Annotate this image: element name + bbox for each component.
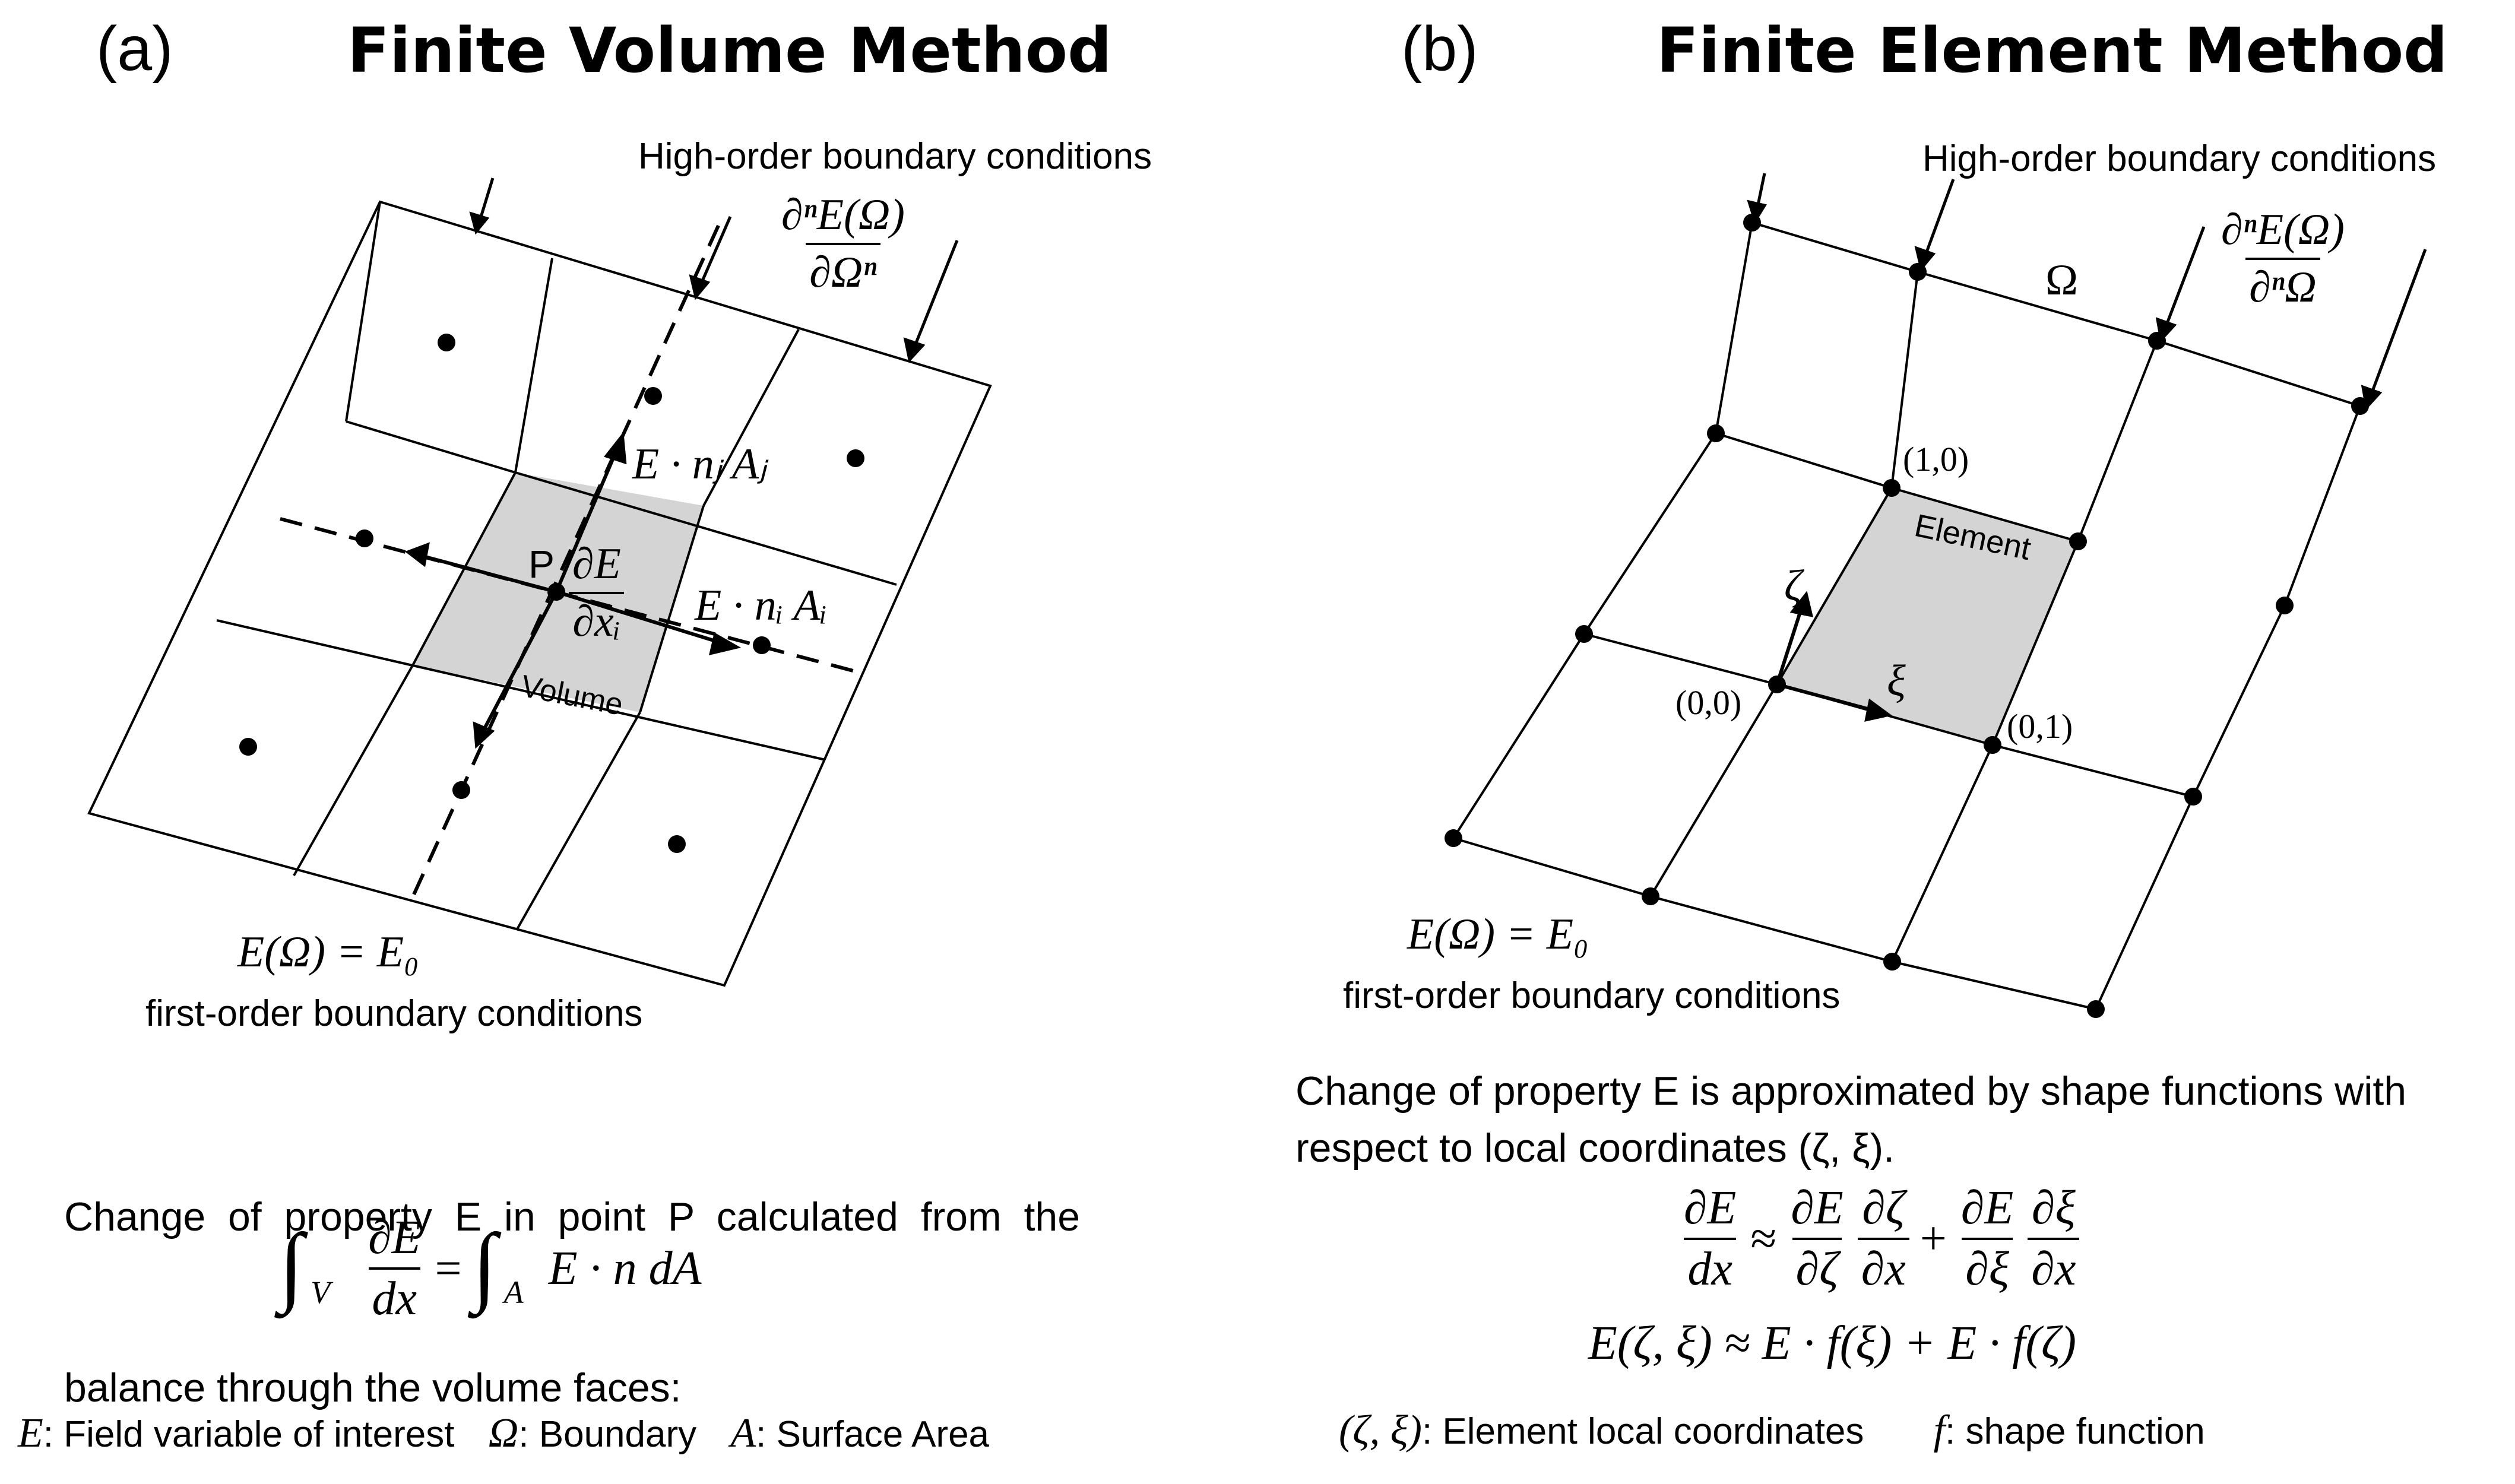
fvm-node xyxy=(668,835,686,853)
fem-node-0-1 xyxy=(1984,736,2001,754)
panel-a-title: Finite Volume Method xyxy=(347,14,1112,87)
zeta-axis-label: ζ xyxy=(1784,562,1802,610)
panel-b-label: (b) xyxy=(1401,14,1478,84)
fem-node xyxy=(2069,532,2087,550)
fvm-node xyxy=(753,636,771,654)
zeta-axis-arrow xyxy=(1789,591,1813,617)
fem-node-0-0 xyxy=(1768,676,1786,693)
coord-0-1-label: (0,1) xyxy=(2007,707,2073,746)
fvm-node xyxy=(847,449,864,467)
fem-node xyxy=(1909,263,1927,281)
panel-a-label: (a) xyxy=(96,14,173,84)
fvm-node xyxy=(239,738,257,756)
coord-1-0-label: (1,0) xyxy=(1903,440,1969,478)
fem-legend: (ζ, ξ): Element local coordinates f: sha… xyxy=(1339,1407,2205,1453)
fem-element xyxy=(1777,488,2078,745)
fvm-outer-boundary xyxy=(87,200,992,987)
flux-j-label: E · nⱼ Aⱼ xyxy=(632,440,766,489)
fem-node xyxy=(2148,332,2166,350)
fvm-high-order-bc-expr: ∂ⁿE(Ω)∂Ωⁿ xyxy=(781,191,905,297)
fvm-node xyxy=(356,529,373,547)
fem-first-order-bc-expr: E(Ω) = E₀ xyxy=(1407,910,1589,959)
fem-bc-arrow-1 xyxy=(1747,199,1767,224)
fvm-description: Change of property E in point P calculat… xyxy=(64,1194,1081,1410)
point-p-label: P xyxy=(528,542,555,586)
omega-label: Ω xyxy=(2045,256,2078,305)
fem-equation-2: E(ζ, ξ) ≈ E · f(ξ) + E · f(ζ) xyxy=(1588,1317,2077,1369)
arrow-up-j xyxy=(604,432,627,465)
fvm-first-order-bc-label: first-order boundary conditions xyxy=(145,993,643,1034)
fem-node xyxy=(1883,953,1901,971)
coord-0-0-label: (0,0) xyxy=(1675,683,1742,722)
fem-node-1-0 xyxy=(1883,479,1900,497)
fem-node xyxy=(1575,625,1593,643)
fem-description: Change of property E is approximated by … xyxy=(1295,1068,2407,1171)
fvm-node-p xyxy=(547,583,565,601)
bc-arrow-2 xyxy=(689,274,711,300)
fvm-node xyxy=(452,781,470,799)
fem-node xyxy=(2351,397,2369,415)
fem-node xyxy=(1642,887,1659,905)
panel-b-title: Finite Element Method xyxy=(1656,14,2448,87)
partial-derivative-label: ∂E∂xᵢ xyxy=(569,539,625,647)
fem-node xyxy=(1707,424,1725,442)
fvm-first-order-bc-expr: E(Ω) = E₀ xyxy=(237,928,419,976)
fem-node xyxy=(1445,829,1462,847)
fem-node xyxy=(1743,214,1761,232)
fem-high-order-bc-expr: ∂ⁿE(Ω)∂ⁿΩ xyxy=(2221,205,2345,312)
fem-bc-arrow-2 xyxy=(1914,246,1936,272)
fvm-node xyxy=(438,334,455,351)
xi-axis-arrow xyxy=(1864,698,1893,722)
fem-node xyxy=(2087,1000,2105,1018)
fvm-legend: E: Field variable of interest Ω: Boundar… xyxy=(18,1410,990,1456)
fem-node xyxy=(2184,788,2202,806)
fem-high-order-bc-label: High-order boundary conditions xyxy=(1922,138,2437,179)
fem-mesh-diagram: Element xyxy=(1445,173,2427,1018)
arrow-down xyxy=(473,721,495,749)
arrow-right-i xyxy=(708,632,742,656)
fvm-node xyxy=(644,387,662,405)
fem-node xyxy=(2276,597,2294,614)
bc-arrow-3 xyxy=(903,337,926,363)
xi-axis-label: ξ xyxy=(1887,657,1906,705)
fvm-high-order-bc-label: High-order boundary conditions xyxy=(638,136,1152,177)
flux-i-label: E · nᵢ Aᵢ xyxy=(695,581,828,630)
fem-first-order-bc-label: first-order boundary conditions xyxy=(1343,975,1841,1016)
arrow-left xyxy=(404,542,430,567)
bc-arrow-1 xyxy=(469,211,490,235)
fvm-mesh-diagram: Volume xyxy=(87,177,992,987)
